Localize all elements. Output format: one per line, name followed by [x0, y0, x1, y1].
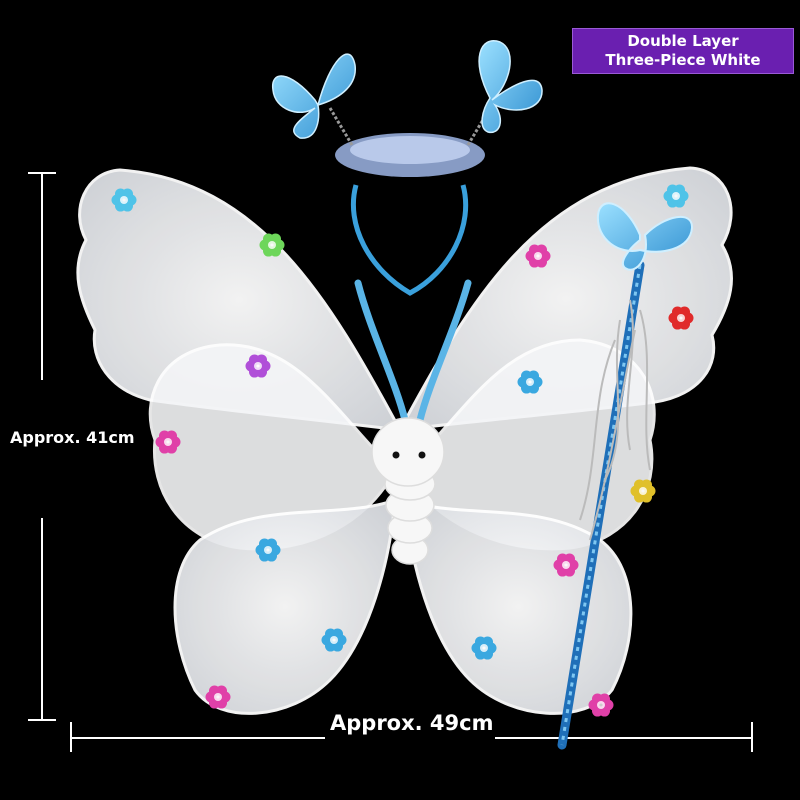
- sequin-flower: [588, 693, 614, 717]
- antennae: [354, 279, 472, 424]
- height-label: Approx. 41cm: [10, 428, 135, 447]
- sequin-flower: [321, 628, 347, 652]
- badge-line-1: Double Layer: [627, 32, 739, 50]
- sequin-flower: [630, 479, 656, 503]
- sequin-flower: [668, 306, 694, 330]
- headband-left-butterfly-icon: [272, 53, 356, 139]
- headband-right-butterfly-icon: [478, 40, 543, 134]
- sequin-flower: [245, 354, 271, 378]
- sequin-flower: [155, 430, 181, 454]
- width-label: Approx. 49cm: [326, 711, 498, 735]
- sequin-flower: [255, 538, 281, 562]
- height-dimension-line: [28, 172, 56, 721]
- left-lower-wing: [173, 497, 397, 715]
- width-dimension-line: [70, 722, 753, 752]
- butterfly-eyes: [392, 451, 426, 459]
- sequin-flower: [553, 553, 579, 577]
- wand: [557, 202, 694, 750]
- butterfly-body: [371, 417, 445, 565]
- headband: [272, 40, 543, 296]
- badge-line-2: Three-Piece White: [605, 51, 761, 69]
- sequin-flower: [259, 233, 285, 257]
- sequin-flower: [663, 184, 689, 208]
- sequin-flower: [205, 685, 231, 709]
- sequin-flowers: [111, 184, 694, 717]
- sequin-flower: [525, 244, 551, 268]
- sequin-flower: [517, 370, 543, 394]
- wand-butterfly-icon: [596, 202, 694, 271]
- variant-badge: Double Layer Three-Piece White: [572, 28, 794, 74]
- sequin-flower: [471, 636, 497, 660]
- sequin-flower: [111, 188, 137, 212]
